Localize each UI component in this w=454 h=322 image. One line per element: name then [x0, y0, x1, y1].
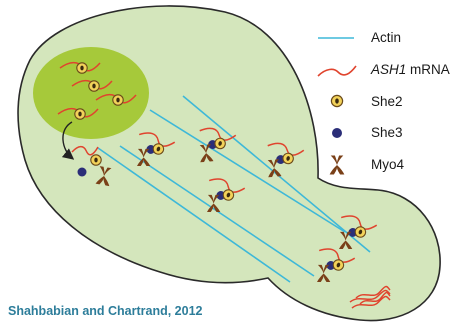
localized-mrna: [355, 285, 391, 299]
nuclear-mrna-complex: [95, 93, 137, 106]
legend-mrna-label: ASH1 mRNA: [370, 62, 450, 77]
legend-myo4-label: Myo4: [371, 157, 405, 172]
transport-complex: [338, 215, 378, 250]
transport-complex: [316, 248, 356, 283]
bud-tip-mrna: [349, 285, 391, 309]
nuclear-mrna-complex: [59, 61, 101, 74]
transport-complex: [267, 142, 305, 178]
she3-protein: [77, 167, 87, 177]
localized-mrna: [349, 289, 391, 303]
transport-complex: [206, 178, 246, 213]
nuclear-mrna-complex: [57, 107, 99, 120]
nucleus: [33, 47, 149, 139]
legend-actin-label: Actin: [371, 30, 401, 45]
legend-she3-label: She3: [371, 125, 403, 140]
credit-text: Shahbabian and Chartrand, 2012: [8, 304, 203, 318]
nuclear-mrna-complexes: [57, 61, 137, 120]
legend-myo4-icon: [329, 155, 345, 175]
transport-complex: [136, 132, 176, 167]
nuclear-mrna-complex: [71, 79, 113, 92]
localized-mrna: [351, 295, 391, 309]
export-arrow: [61, 121, 75, 160]
actin-cable: [149, 109, 346, 233]
localized-mrna: [359, 291, 391, 305]
transport-complexes: [136, 127, 378, 283]
legend: Actin ASH1 mRNA She2 She3 Myo4: [317, 30, 450, 175]
legend-she2-label: She2: [371, 94, 403, 109]
legend-mrna-swatch: [317, 65, 357, 77]
legend-she2-icon: [330, 94, 344, 108]
legend-she3-icon: [332, 128, 342, 138]
actin-cable: [97, 147, 291, 283]
cytoplasmic-mrna: [71, 145, 102, 166]
transport-complex: [199, 127, 237, 163]
cytoplasmic-components: [71, 145, 112, 187]
